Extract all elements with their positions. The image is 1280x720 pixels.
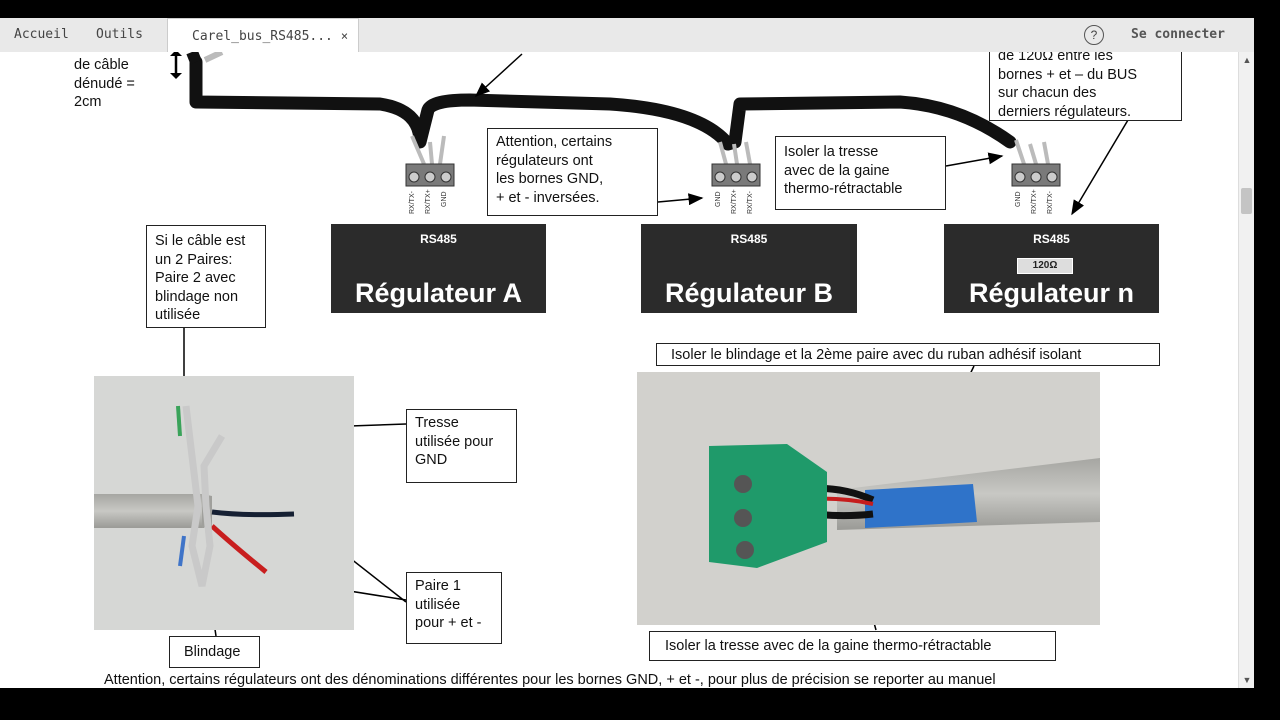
svg-text:RX/TX-: RX/TX-: [409, 190, 416, 214]
warning-note: Attention, certains régulateurs ont les …: [487, 128, 658, 216]
regulator-a-protocol: RS485: [420, 232, 457, 246]
tab-outils[interactable]: Outils: [96, 18, 143, 52]
shield-label: Blindage: [169, 636, 260, 668]
regulator-b-protocol: RS485: [730, 232, 768, 246]
tab-document[interactable]: Carel_bus_RS485... ×: [167, 18, 360, 53]
terminal-wires: [410, 135, 1050, 165]
resistor-label: 120Ω: [1017, 258, 1073, 274]
two-pairs-note: Si le câble est un 2 Paires: Paire 2 ave…: [146, 225, 266, 328]
footer-warning: Attention, certains régulateurs ont des …: [104, 672, 996, 688]
browser-tab-bar: Accueil Outils Carel_bus_RS485... × ? Se …: [0, 18, 1254, 53]
regulator-n-protocol: RS485: [1033, 232, 1070, 246]
sign-in-button[interactable]: Se connecter: [1131, 27, 1225, 42]
connector-photo: [637, 372, 1100, 625]
braid-heatshrink-note: Isoler la tresse avec de la gaine thermo…: [775, 136, 946, 210]
svg-text:RX/TX-: RX/TX-: [1047, 190, 1054, 214]
document-page: RX/TX- RX/TX+ GND GND RX/TX+ RX/TX- GND …: [0, 52, 1238, 688]
strip-length-note: de câble dénudé = 2cm: [74, 57, 135, 110]
bus-cable: [189, 55, 1017, 151]
regulator-a-name: Régulateur A: [354, 278, 523, 308]
close-icon[interactable]: ×: [340, 29, 349, 43]
svg-text:RX/TX+: RX/TX+: [731, 189, 738, 214]
right-black-bar: [1254, 0, 1280, 720]
stripped-cable-photo: [94, 376, 354, 630]
top-black-bar: [0, 0, 1280, 18]
tape-note: Isoler le blindage et la 2ème paire avec…: [656, 343, 1160, 366]
svg-text:RX/TX+: RX/TX+: [1031, 189, 1038, 214]
terminator-note: de 120Ω entre les bornes + et – du BUS s…: [989, 52, 1182, 121]
regulator-b-name: Régulateur B: [664, 278, 834, 308]
svg-text:GND: GND: [1015, 191, 1022, 207]
svg-text:GND: GND: [715, 191, 722, 207]
help-icon[interactable]: ?: [1084, 25, 1104, 45]
terminal-block-b: GND RX/TX+ RX/TX-: [711, 163, 761, 214]
scroll-up-icon[interactable]: ▲: [1242, 55, 1252, 65]
regulator-n-name: Régulateur n: [968, 278, 1135, 308]
pair1-note: Paire 1 utilisée pour + et -: [406, 572, 502, 644]
regulator-n: RS485 120Ω Régulateur n: [944, 224, 1159, 313]
braid-gnd-note: Tresse utilisée pour GND: [406, 409, 517, 483]
terminal-block-a: RX/TX- RX/TX+ GND: [405, 163, 455, 214]
heatshrink-note: Isoler la tresse avec de la gaine thermo…: [649, 631, 1056, 661]
tab-outils-label: Outils: [96, 27, 143, 42]
regulator-a: RS485 Régulateur A: [331, 224, 546, 313]
vertical-scrollbar[interactable]: ▲ ▼: [1238, 52, 1255, 688]
svg-text:GND: GND: [441, 191, 448, 207]
svg-text:RX/TX+: RX/TX+: [425, 189, 432, 214]
bottom-black-bar: [0, 688, 1280, 720]
regulator-b: RS485 Régulateur B: [641, 224, 857, 313]
tab-document-label: Carel_bus_RS485...: [192, 29, 333, 44]
double-arrow-icon: [170, 52, 182, 79]
scroll-down-icon[interactable]: ▼: [1242, 675, 1252, 685]
terminal-block-n: GND RX/TX+ RX/TX-: [1011, 163, 1061, 214]
tab-accueil[interactable]: Accueil: [14, 18, 69, 52]
svg-text:RX/TX-: RX/TX-: [747, 190, 754, 214]
scroll-thumb[interactable]: [1241, 188, 1252, 214]
tab-accueil-label: Accueil: [14, 27, 69, 42]
